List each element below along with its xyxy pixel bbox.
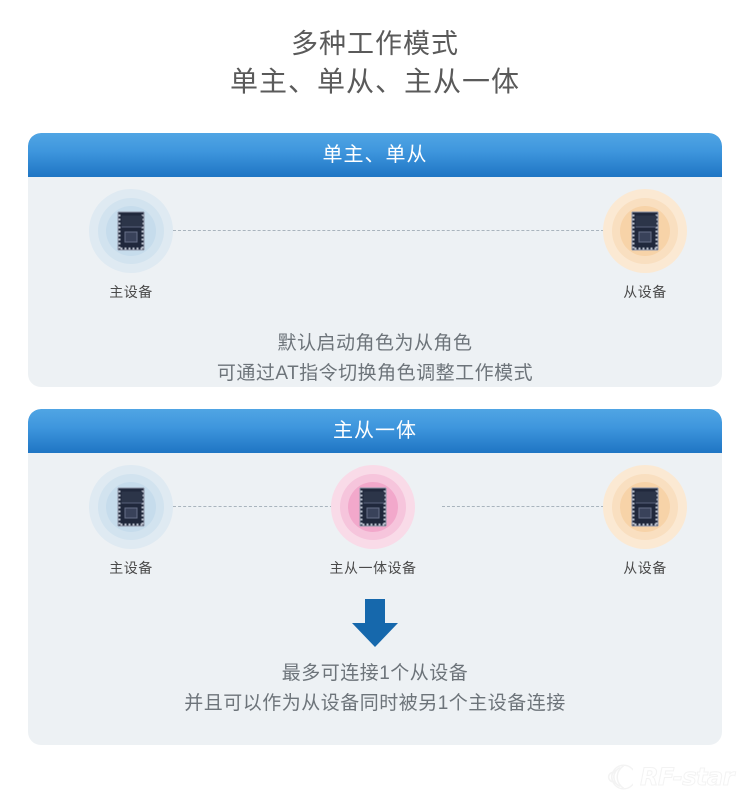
card-description-1: 默认启动角色为从角色 可通过AT指令切换角色调整工作模式: [28, 329, 722, 387]
rf-star-wave-icon: [608, 764, 634, 790]
arrow-container: [28, 599, 722, 649]
card-1-desc-line-1: 默认启动角色为从角色: [277, 333, 473, 354]
ble-module-icon: [631, 487, 659, 527]
signal-rings-pink-icon: [331, 465, 415, 549]
card-header-2: 主从一体: [28, 409, 722, 453]
device-master-slave-combo[interactable]: 主从一体设备: [311, 465, 435, 578]
connection-line-master-to-combo: [173, 506, 338, 507]
signal-rings-blue-icon: [89, 465, 173, 549]
brand-name: RF-star: [640, 763, 735, 792]
connection-line-combo-to-slave: [442, 506, 609, 507]
ble-module-icon: [117, 211, 145, 251]
ble-module-icon: [117, 487, 145, 527]
card-1-desc-line-2: 可通过AT指令切换角色调整工作模式: [216, 363, 534, 384]
card-body-2: 主设备 主从一体设备: [28, 465, 722, 719]
device-master-2[interactable]: 主设备: [69, 465, 193, 578]
signal-rings-orange-icon: [603, 465, 687, 549]
ble-module-icon: [359, 487, 387, 527]
device-label-slave-1: 从设备: [623, 284, 667, 300]
device-row-2: 主设备 主从一体设备: [28, 465, 722, 583]
signal-rings-orange-icon: [603, 189, 687, 273]
device-slave-2[interactable]: 从设备: [583, 465, 707, 578]
card-2-desc-line-1: 最多可连接1个从设备: [281, 663, 469, 684]
device-label-slave-2: 从设备: [623, 560, 667, 576]
page-title-line-2: 单主、单从、主从一体: [229, 66, 520, 97]
signal-rings-blue-icon: [89, 189, 173, 273]
page-title-line-1: 多种工作模式: [291, 29, 459, 59]
card-header-1: 单主、单从: [28, 133, 722, 177]
device-master-1[interactable]: 主设备: [69, 189, 193, 302]
card-description-2: 最多可连接1个从设备 并且可以作为从设备同时被另1个主设备连接: [28, 659, 722, 719]
mode-card-master-slave-combo: 主从一体 主设备: [28, 409, 722, 745]
device-slave-1[interactable]: 从设备: [583, 189, 707, 302]
down-arrow-icon: [352, 599, 398, 647]
card-2-desc-line-2: 并且可以作为从设备同时被另1个主设备连接: [184, 693, 566, 714]
device-row-1: 主设备 从设备: [28, 189, 722, 307]
connection-line-master-slave: [173, 230, 609, 231]
device-label-master-1: 主设备: [109, 284, 153, 300]
card-body-1: 主设备 从设备 默认启动角色为从角色 可通过AT指令切换角色调整工作模式: [28, 189, 722, 387]
page-title: 多种工作模式 单主、单从、主从一体: [0, 0, 750, 100]
device-label-combo: 主从一体设备: [329, 560, 417, 576]
device-label-master-2: 主设备: [109, 560, 153, 576]
brand-watermark: RF-star: [603, 762, 735, 792]
ble-module-icon: [631, 211, 659, 251]
mode-card-single-master-single-slave: 单主、单从 主设备: [28, 133, 722, 387]
